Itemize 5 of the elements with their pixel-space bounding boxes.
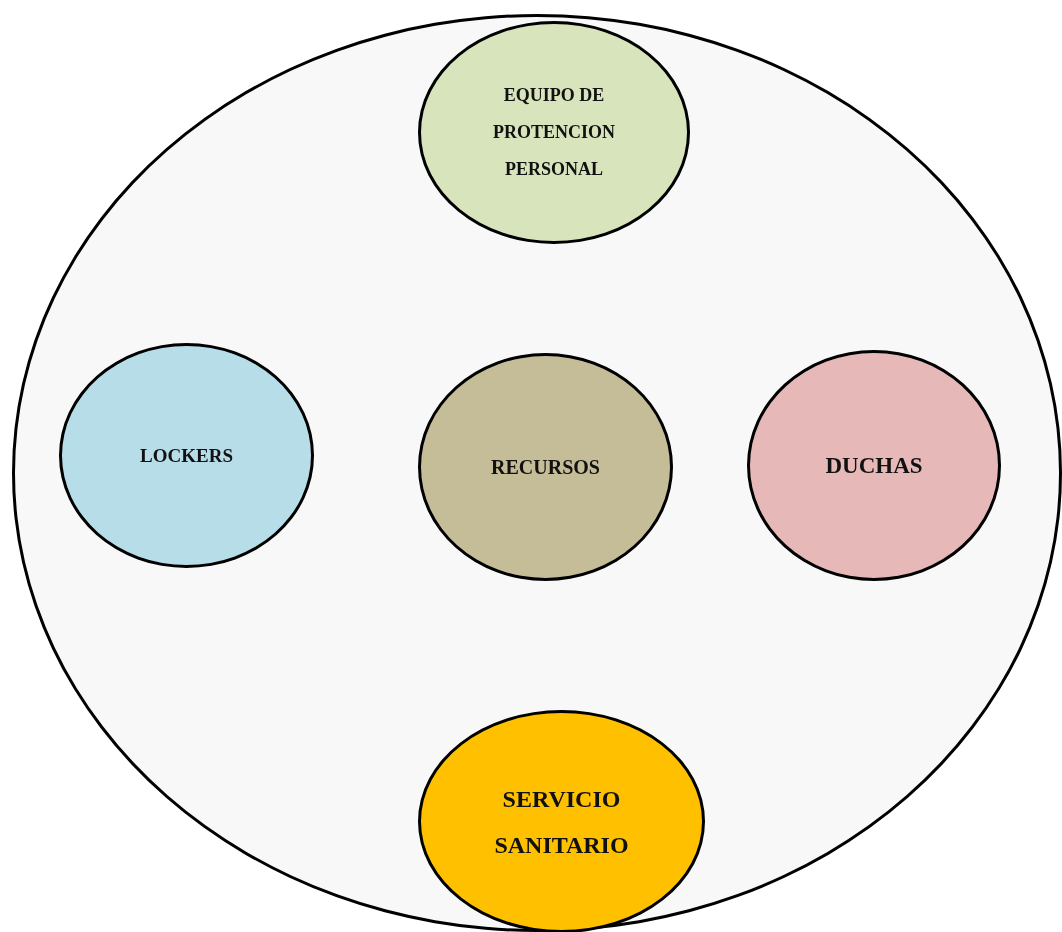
node-label: LOCKERS [140, 443, 233, 468]
node-label: RECURSOS [491, 455, 600, 480]
node-label: DUCHAS [825, 451, 923, 480]
node-label: EQUIPO DE PROTENCION PERSONAL [492, 84, 616, 181]
node-label: SERVICIO SANITARIO [493, 784, 630, 860]
